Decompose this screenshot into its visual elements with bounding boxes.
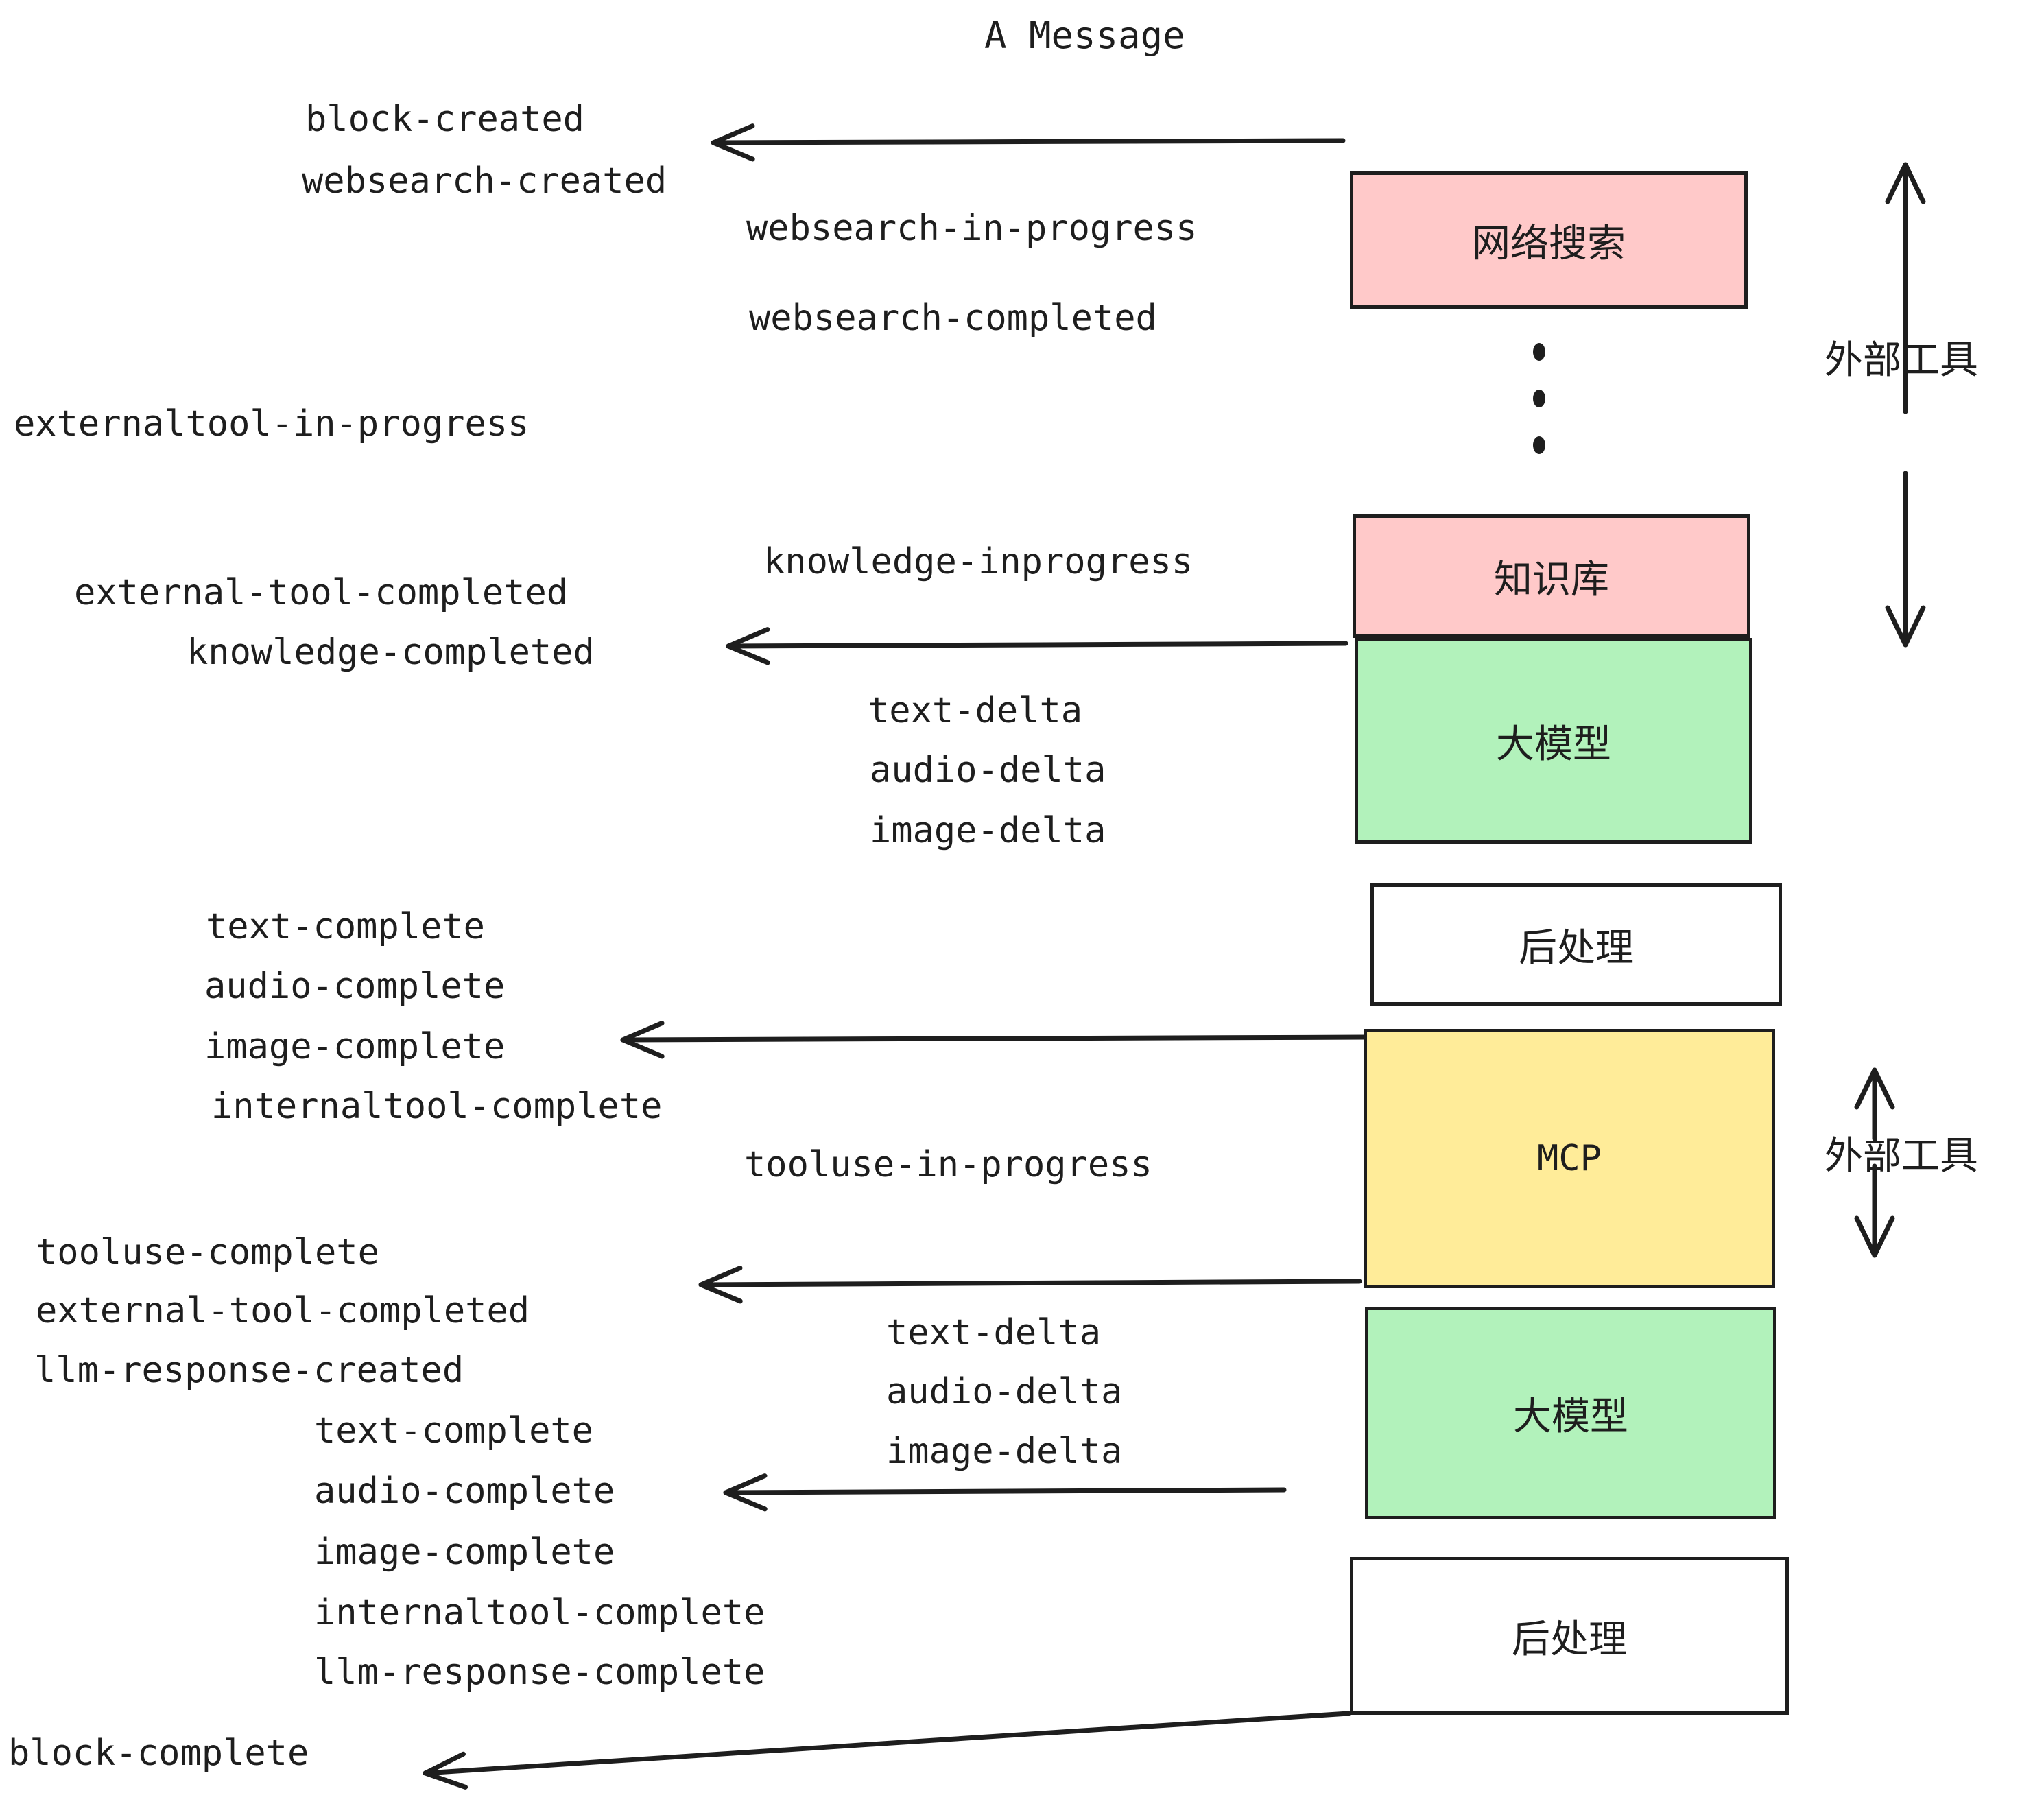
- arrow-head: [698, 1266, 743, 1304]
- flow-arrow-arrow-block-created: [711, 123, 1346, 162]
- arrow-head: [1885, 162, 1926, 204]
- flow-arrow-arrow-block-complete: [423, 1711, 1351, 1790]
- arrow-head: [620, 1021, 665, 1059]
- node-label: MCP: [1537, 1138, 1602, 1179]
- event-label-tooluse-complete: tooluse-complete: [36, 1232, 379, 1273]
- node-llm-1: 大模型: [1355, 638, 1752, 844]
- flow-arrow-arrow-knowledge-done: [726, 627, 1348, 665]
- event-label-audio-delta-1: audio-delta: [870, 750, 1106, 791]
- arrow-shaft: [726, 641, 1348, 649]
- event-label-llm-response-created: llm-response-created: [34, 1350, 464, 1391]
- event-label-image-delta-2: image-delta: [886, 1431, 1123, 1472]
- flow-arrow-arrow-audio-complete: [723, 1473, 1287, 1512]
- event-label-llm-response-complete: llm-response-complete: [314, 1652, 765, 1693]
- event-label-audio-complete-2: audio-complete: [314, 1471, 615, 1512]
- arrow-shaft: [620, 1034, 1369, 1043]
- event-label-image-delta-1: image-delta: [870, 810, 1106, 851]
- event-label-text-delta-1: text-delta: [868, 690, 1083, 731]
- node-label: 网络搜索: [1472, 221, 1626, 266]
- node-label: 后处理: [1519, 925, 1634, 971]
- node-mcp: MCP: [1364, 1029, 1775, 1288]
- event-label-image-complete-1: image-complete: [204, 1026, 506, 1067]
- event-label-externaltool-in-progress: externaltool-in-progress: [14, 403, 530, 444]
- event-label-text-complete-1: text-complete: [206, 906, 485, 947]
- arrow-head: [1885, 605, 1926, 648]
- event-label-block-complete: block-complete: [8, 1733, 309, 1774]
- side-arrow-external-tool-down: [1885, 471, 1926, 648]
- ellipsis-dot-3: [1533, 436, 1545, 454]
- ellipsis-dot-1: [1533, 343, 1545, 361]
- arrow-head: [1854, 1215, 1895, 1258]
- page-title: A Message: [984, 14, 1185, 57]
- arrow-head: [723, 1473, 768, 1512]
- flow-arrow-arrow-image-complete: [620, 1021, 1369, 1059]
- node-label: 知识库: [1494, 557, 1609, 602]
- event-label-knowledge-inprogress: knowledge-inprogress: [763, 541, 1193, 582]
- arrow-head: [1854, 1067, 1895, 1110]
- node-post-1: 后处理: [1370, 883, 1782, 1006]
- event-label-internaltool-complete-1: internaltool-complete: [211, 1086, 663, 1127]
- node-label: 大模型: [1496, 722, 1611, 767]
- flow-arrow-arrow-tooluse-complete: [698, 1266, 1362, 1304]
- event-label-websearch-in-progress: websearch-in-progress: [746, 208, 1198, 249]
- node-post-2: 后处理: [1350, 1557, 1789, 1715]
- arrow-head: [726, 627, 770, 665]
- node-label: 后处理: [1512, 1617, 1627, 1662]
- event-label-websearch-created: websearch-created: [302, 161, 667, 202]
- event-label-audio-delta-2: audio-delta: [886, 1371, 1123, 1412]
- event-label-knowledge-completed: knowledge-completed: [187, 632, 595, 673]
- node-llm-2: 大模型: [1365, 1307, 1776, 1519]
- arrow-shaft: [698, 1279, 1362, 1287]
- event-label-external-tool-completed-1: external-tool-completed: [74, 572, 569, 613]
- node-knowledge: 知识库: [1353, 514, 1750, 638]
- side-label-external-tool-bottom: 外部工具: [1825, 1134, 1978, 1178]
- arrow-shaft: [423, 1711, 1351, 1776]
- node-label: 大模型: [1513, 1394, 1628, 1439]
- event-label-tooluse-in-progress: tooluse-in-progress: [744, 1144, 1152, 1185]
- event-label-internaltool-complete-2: internaltool-complete: [314, 1592, 765, 1633]
- event-label-text-delta-2: text-delta: [886, 1312, 1102, 1353]
- event-label-websearch-completed: websearch-completed: [749, 298, 1157, 339]
- event-label-image-complete-2: image-complete: [314, 1532, 615, 1573]
- event-label-block-created: block-created: [305, 99, 584, 140]
- arrow-shaft: [711, 138, 1346, 145]
- event-label-text-complete-2: text-complete: [314, 1410, 593, 1451]
- event-label-audio-complete-1: audio-complete: [204, 966, 506, 1007]
- arrow-head: [711, 123, 755, 162]
- side-label-external-tool-top: 外部工具: [1825, 338, 1978, 383]
- arrow-shaft: [723, 1487, 1287, 1495]
- event-label-external-tool-completed-2: external-tool-completed: [36, 1290, 530, 1331]
- node-websearch: 网络搜索: [1350, 171, 1748, 309]
- ellipsis-dot-2: [1533, 390, 1545, 407]
- arrow-head: [423, 1751, 468, 1790]
